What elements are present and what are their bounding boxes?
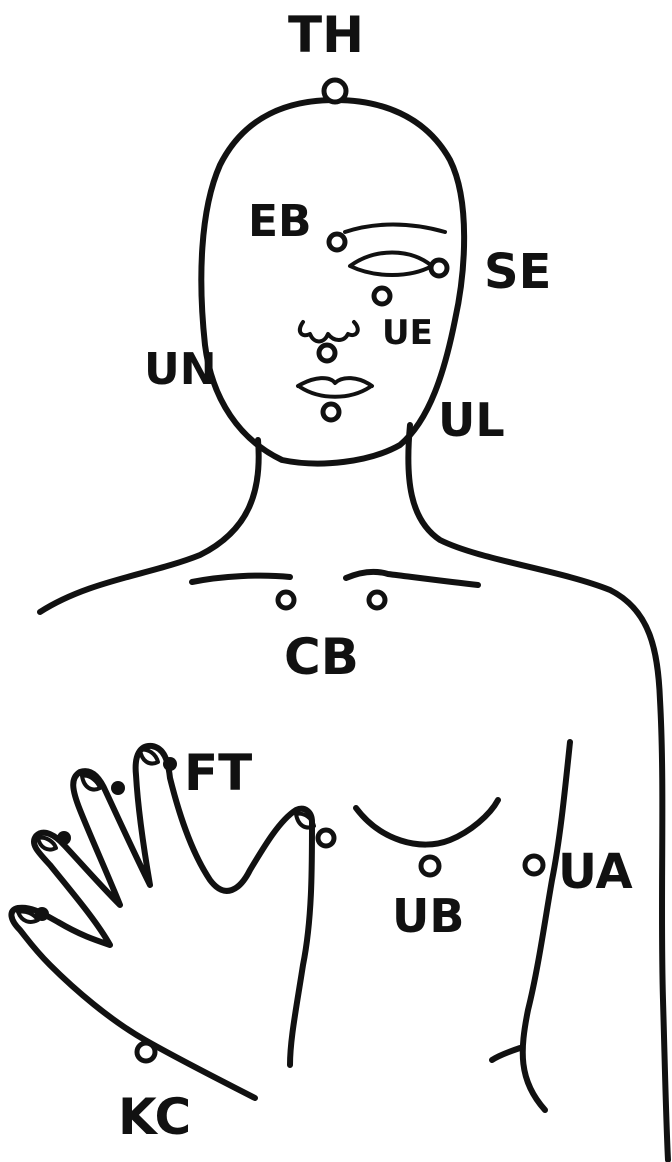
elbow-crease-line xyxy=(492,1048,520,1060)
point-karate-chop-circle xyxy=(137,1043,155,1061)
point-fingertip-middle-dot xyxy=(111,781,125,795)
label-se: SE xyxy=(484,244,551,300)
right-neck-shoulder-outline xyxy=(408,425,668,1160)
fingernail-ring xyxy=(38,838,56,850)
arm-inner-line xyxy=(523,742,570,1110)
point-under-nose-circle xyxy=(319,345,335,361)
eyebrow-line xyxy=(345,225,445,233)
mouth-upper-lip xyxy=(298,378,372,386)
eye-shape xyxy=(350,253,432,276)
label-un: UN xyxy=(144,344,217,395)
point-eyebrow-circle xyxy=(329,234,345,250)
mouth-lower-lip xyxy=(300,387,370,397)
point-collarbone-right-circle xyxy=(369,592,385,608)
point-under-breast-circle xyxy=(421,857,439,875)
label-eb: EB xyxy=(248,196,312,247)
left-collarbone-line xyxy=(192,576,290,582)
label-ul: UL xyxy=(438,393,505,447)
point-under-eye-circle xyxy=(374,288,390,304)
point-under-arm-circle xyxy=(525,856,543,874)
point-collarbone-left-circle xyxy=(278,592,294,608)
chest-curve-line xyxy=(356,800,498,845)
point-fingertip-pinky-dot xyxy=(35,907,49,921)
point-thumb-circle xyxy=(318,830,334,846)
right-collarbone-line xyxy=(346,572,478,585)
label-ub: UB xyxy=(392,889,464,943)
label-cb: CB xyxy=(284,628,359,686)
label-ue: UE xyxy=(382,313,433,353)
point-fingertip-index-dot xyxy=(163,757,177,771)
point-top-of-head-circle xyxy=(324,80,346,102)
left-neck-shoulder-outline xyxy=(40,440,259,612)
label-ft: FT xyxy=(184,744,252,802)
nose-shape xyxy=(300,322,358,342)
label-ua: UA xyxy=(558,844,633,900)
point-side-of-eye-circle xyxy=(431,260,447,276)
label-kc: KC xyxy=(118,1088,191,1146)
label-th: TH xyxy=(288,6,364,64)
point-fingertip-ring-dot xyxy=(57,831,71,845)
point-under-lip-circle xyxy=(323,404,339,420)
hand-outline xyxy=(11,746,312,1098)
